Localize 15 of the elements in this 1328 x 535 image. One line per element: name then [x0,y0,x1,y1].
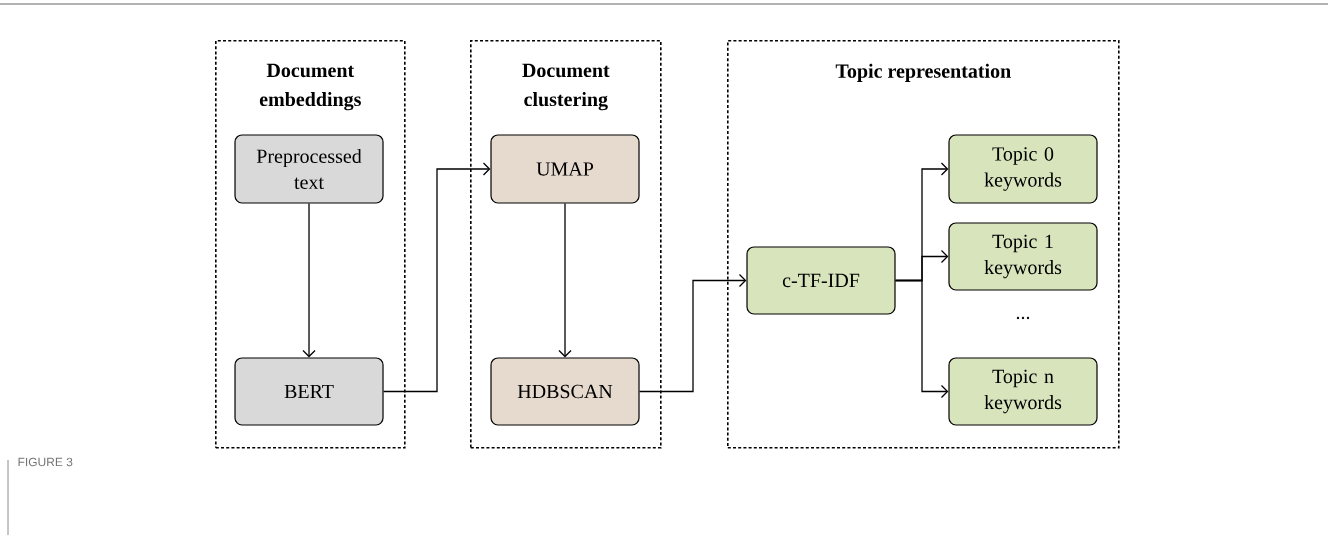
process-box: Preprocessed text [234,134,384,204]
figure-number: FIGURE 3 [18,457,73,467]
process-box: BERT [234,357,384,426]
arrow [382,162,491,393]
arrow [302,202,316,358]
process-box: HDBSCAN [490,357,640,426]
process-box: Topic 1 keywords [948,222,1098,291]
process-box: c-TF-IDF [746,246,896,315]
arrow [638,273,747,393]
arrow [894,279,949,399]
process-box: UMAP [490,134,640,204]
arrow [558,202,572,358]
ellipsis: ... [1016,316,1030,320]
process-box: Topic n keywords [948,357,1098,426]
process-box: Topic 0 keywords [948,134,1098,204]
